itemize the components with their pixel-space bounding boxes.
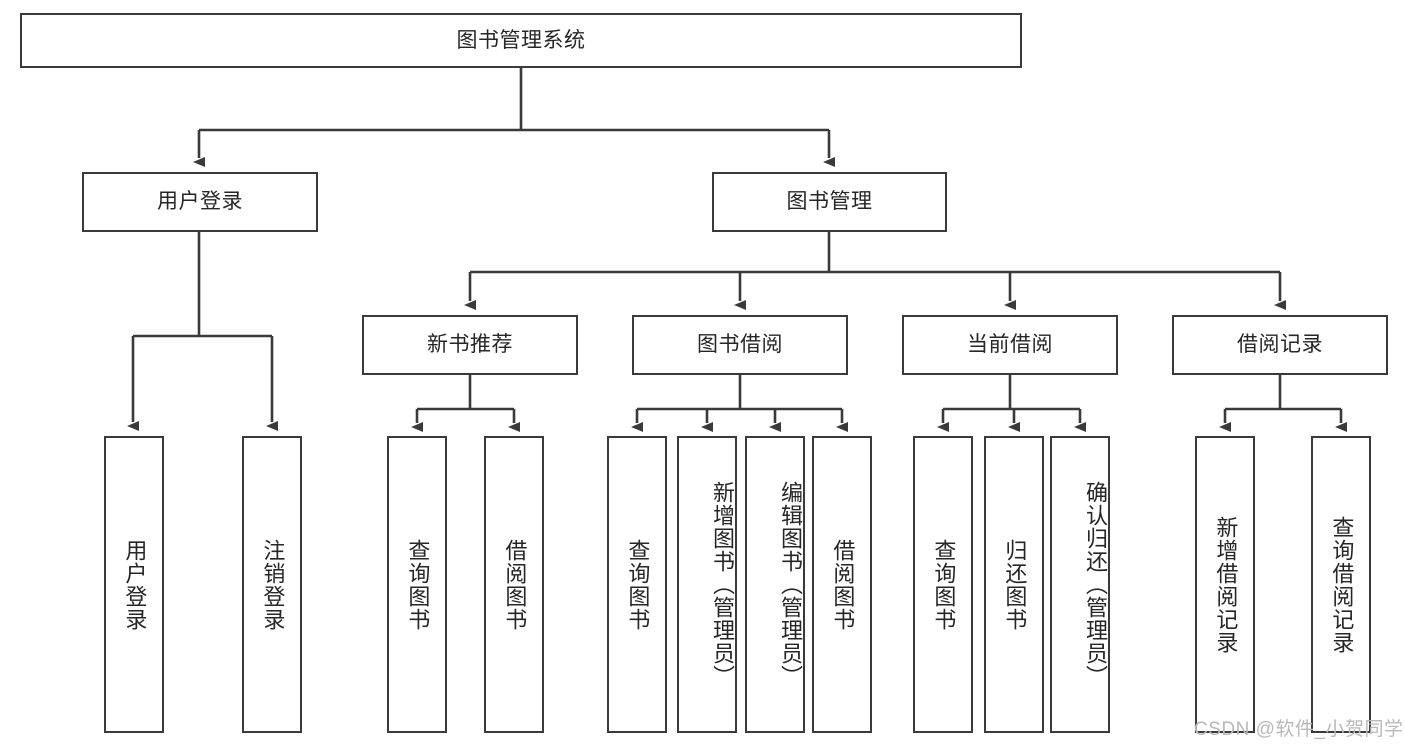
node-current-borrow[interactable]: 当前借阅 xyxy=(902,315,1118,375)
node-borrow-record[interactable]: 借阅记录 xyxy=(1172,315,1388,375)
node-leaf-query-books-borrow[interactable]: 查询图书 xyxy=(607,436,667,733)
node-user-login-label: 用户登录 xyxy=(157,190,243,214)
node-leaf-query-books-recommend-label: 查询图书 xyxy=(405,538,431,631)
node-leaf-add-borrow-record[interactable]: 新增借阅记录 xyxy=(1195,436,1255,733)
node-leaf-add-borrow-record-label: 新增借阅记录 xyxy=(1213,515,1239,654)
node-book-management-label: 图书管理 xyxy=(786,190,873,214)
node-leaf-borrow-books-label: 借阅图书 xyxy=(830,538,856,631)
node-leaf-confirm-return-admin[interactable]: 确认归还（管理员） xyxy=(1050,436,1110,733)
watermark: CSDN @软件_小贺同学 xyxy=(1194,719,1404,740)
node-leaf-borrow-books-recommend[interactable]: 借阅图书 xyxy=(484,436,544,733)
node-root-label: 图书管理系统 xyxy=(456,28,586,52)
node-leaf-return-books[interactable]: 归还图书 xyxy=(984,436,1044,733)
node-leaf-query-books-current[interactable]: 查询图书 xyxy=(913,436,973,733)
node-leaf-logout-login-label: 注销登录 xyxy=(260,538,286,631)
node-leaf-confirm-return-admin-label: 确认归还（管理员） xyxy=(1083,481,1108,688)
node-leaf-query-borrow-record[interactable]: 查询借阅记录 xyxy=(1311,436,1371,733)
node-leaf-borrow-books-recommend-label: 借阅图书 xyxy=(502,538,528,631)
node-new-book-recommend[interactable]: 新书推荐 xyxy=(362,315,578,375)
node-leaf-edit-book-admin-label: 编辑图书（管理员） xyxy=(778,481,803,688)
node-root[interactable]: 图书管理系统 xyxy=(20,13,1022,68)
node-leaf-add-book-admin-label: 新增图书（管理员） xyxy=(710,481,735,688)
node-leaf-logout-login[interactable]: 注销登录 xyxy=(242,436,302,733)
node-leaf-user-login[interactable]: 用户登录 xyxy=(104,436,164,733)
node-leaf-edit-book-admin[interactable]: 编辑图书（管理员） xyxy=(745,436,805,733)
node-book-management[interactable]: 图书管理 xyxy=(712,172,947,232)
node-leaf-return-books-label: 归还图书 xyxy=(1002,538,1028,631)
node-leaf-query-borrow-record-label: 查询借阅记录 xyxy=(1329,515,1355,654)
node-borrow-record-label: 借阅记录 xyxy=(1237,333,1323,357)
node-user-login[interactable]: 用户登录 xyxy=(82,172,318,232)
node-new-book-recommend-label: 新书推荐 xyxy=(427,333,513,357)
node-leaf-borrow-books[interactable]: 借阅图书 xyxy=(812,436,872,733)
node-leaf-query-books-current-label: 查询图书 xyxy=(931,538,957,631)
node-leaf-add-book-admin[interactable]: 新增图书（管理员） xyxy=(677,436,737,733)
node-book-borrow[interactable]: 图书借阅 xyxy=(632,315,848,375)
node-leaf-query-books-borrow-label: 查询图书 xyxy=(625,538,651,631)
node-leaf-user-login-label: 用户登录 xyxy=(122,538,148,631)
node-leaf-query-books-recommend[interactable]: 查询图书 xyxy=(387,436,447,733)
node-current-borrow-label: 当前借阅 xyxy=(967,333,1053,357)
node-book-borrow-label: 图书借阅 xyxy=(697,333,783,357)
